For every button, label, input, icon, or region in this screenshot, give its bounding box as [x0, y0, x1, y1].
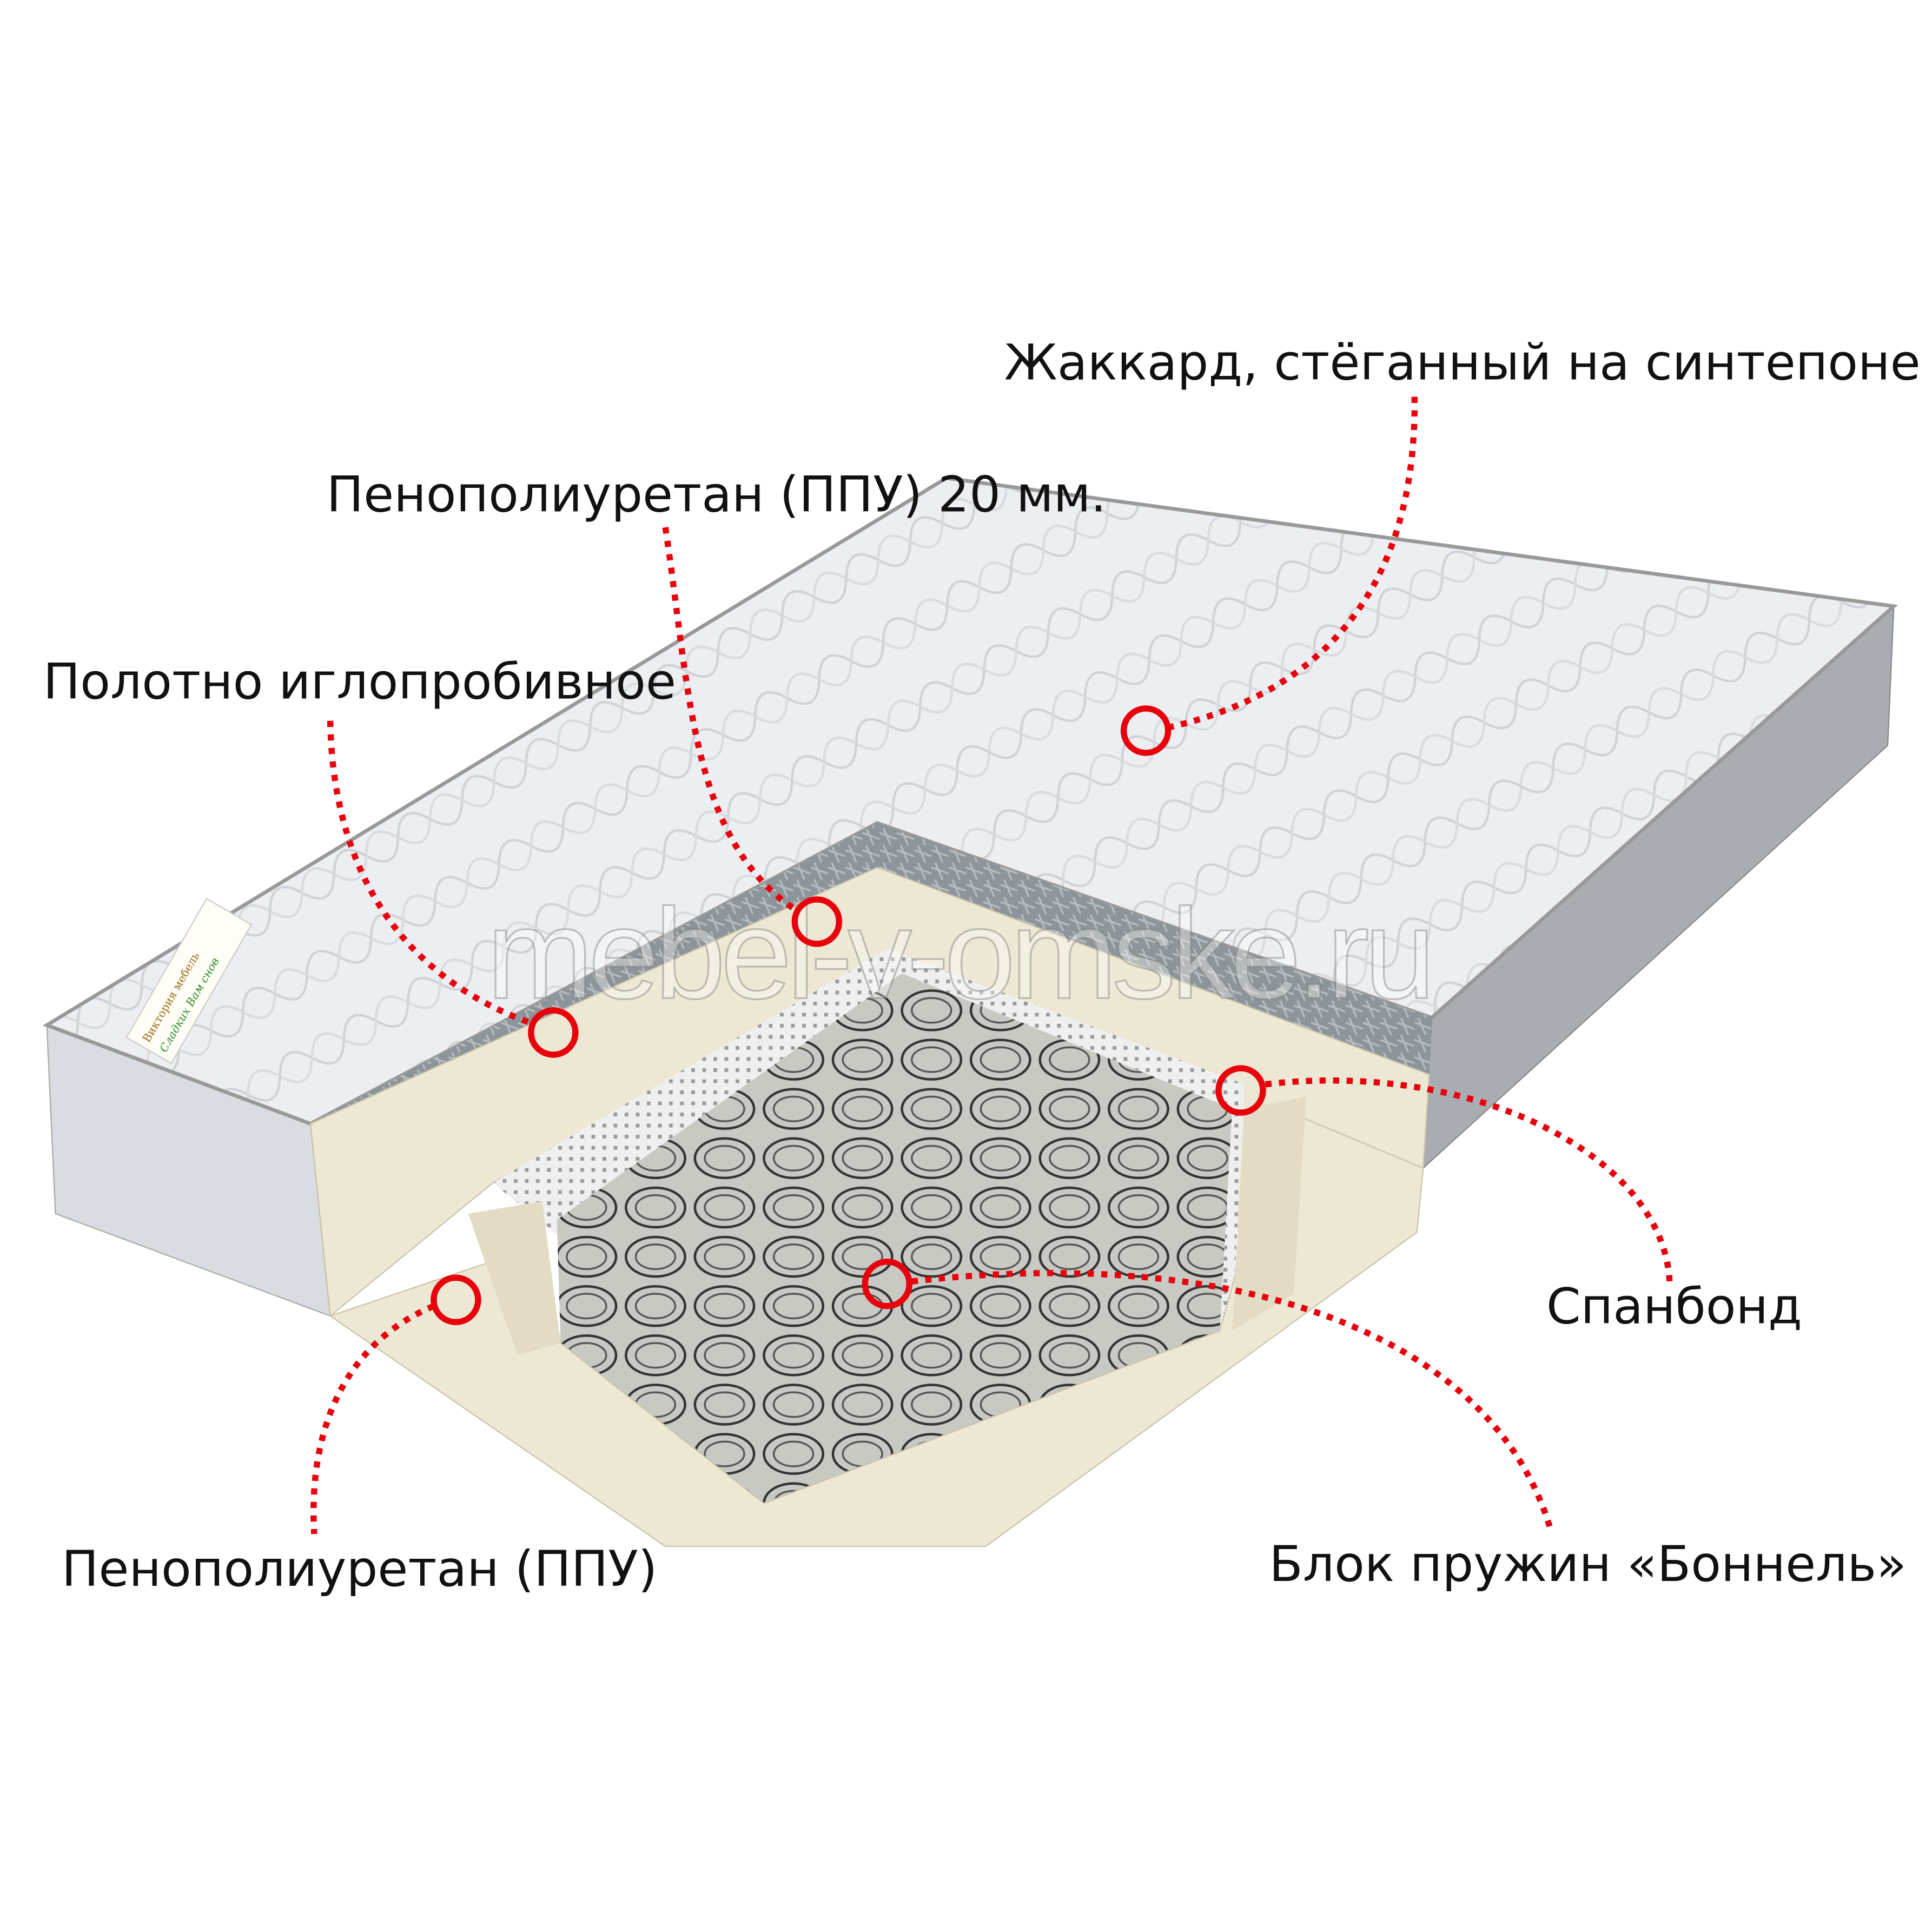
- label-spunbond: Спанбонд: [1546, 1278, 1802, 1335]
- leader-needle-felt: [327, 720, 531, 1026]
- label-ppu: Пенополиуретан (ППУ): [62, 1540, 658, 1598]
- marker-needle-felt: [528, 1007, 579, 1058]
- foam-side-block-right: [1232, 1096, 1306, 1331]
- foam-side-block: [468, 1201, 561, 1355]
- watermark: mebel-v-omske.ru: [487, 883, 1435, 1025]
- leader-ppu-20: [662, 527, 797, 912]
- spring-block: [557, 973, 1233, 1504]
- label-needle-felt: Полотно иглопробивное: [43, 653, 676, 711]
- marker-jacquard: [1120, 705, 1172, 756]
- label-spring-block: Блок пружин «Боннель»: [1269, 1536, 1906, 1593]
- leader-jacquard: [1169, 396, 1418, 730]
- marker-ppu: [431, 1274, 481, 1326]
- marker-spunbond: [1215, 1065, 1266, 1116]
- label-ppu-20: Пенополиуретан (ППУ) 20 мм.: [327, 466, 1107, 523]
- leader-spunbond: [1265, 1077, 1673, 1282]
- marker-spring-block: [862, 1259, 912, 1309]
- leader-spring-block: [911, 1270, 1553, 1529]
- leader-ppu: [310, 1303, 435, 1534]
- marker-ppu-20: [791, 896, 843, 947]
- label-jacquard: Жаккард, стёганный на синтепоне: [1004, 334, 1921, 392]
